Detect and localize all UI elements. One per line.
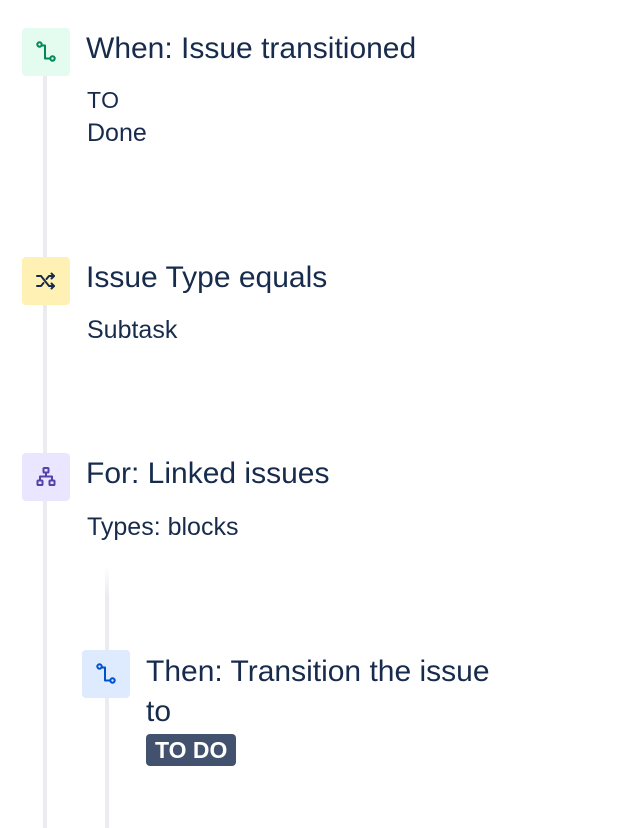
trigger-to-value: Done <box>87 119 147 147</box>
branch-component[interactable]: For: Linked issues Types: blocks <box>0 440 632 560</box>
hierarchy-icon <box>22 453 70 501</box>
condition-component[interactable]: Issue Type equals Subtask <box>0 240 632 370</box>
action-title-line1: Then: Transition the issue <box>146 655 490 688</box>
transition-icon <box>22 28 70 76</box>
branch-value: Types: blocks <box>87 513 239 541</box>
action-component[interactable]: Then: Transition the issue to TO DO <box>60 630 632 780</box>
rule-flow-line <box>43 70 47 828</box>
transition-icon <box>82 650 130 698</box>
trigger-to-label: TO <box>87 87 120 113</box>
condition-value: Subtask <box>87 316 178 344</box>
status-lozenge: TO DO <box>146 734 237 766</box>
branch-title: For: Linked issues <box>86 457 330 490</box>
action-title-line2: to <box>146 695 172 728</box>
trigger-component[interactable]: When: Issue transitioned TO Done <box>0 0 632 160</box>
shuffle-icon <box>22 257 70 305</box>
condition-title: Issue Type equals <box>86 261 328 294</box>
trigger-title: When: Issue transitioned <box>86 32 417 65</box>
